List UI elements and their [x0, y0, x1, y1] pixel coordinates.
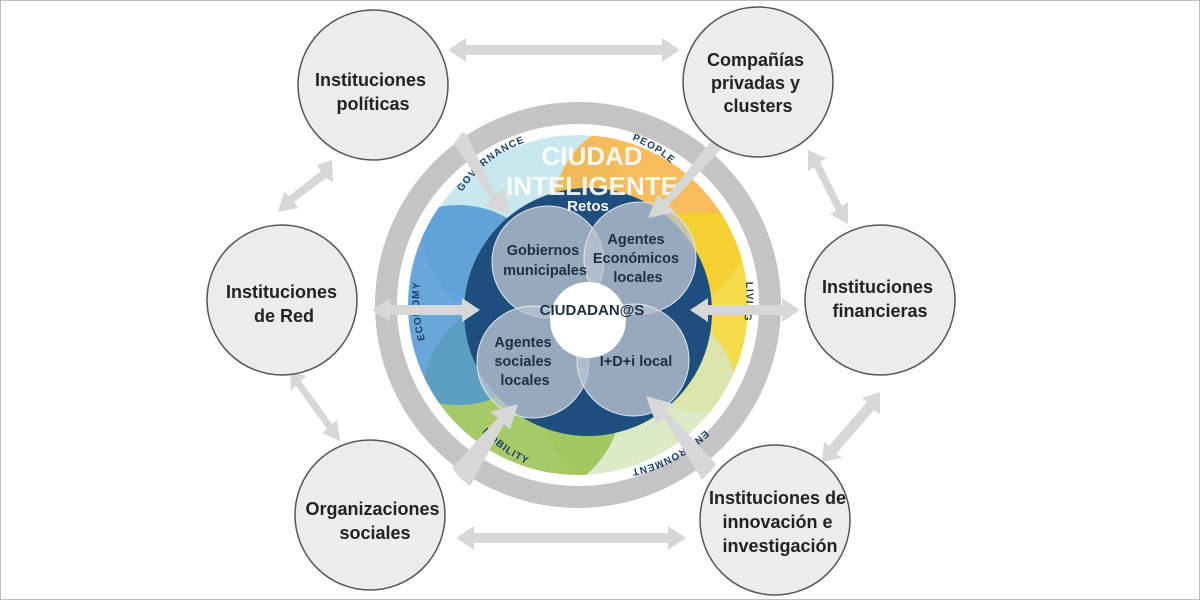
arrow-from-innovacion [646, 396, 716, 480]
node-instituciones-financieras: Instituciones financieras [804, 224, 956, 376]
node-instituciones-politicas: Instituciones políticas [297, 9, 449, 161]
node-companias-privadas: Compañías privadas y clusters [682, 6, 834, 158]
arrow-from-financieras [690, 298, 800, 322]
double-arrow-right-lower [822, 392, 880, 462]
node-label-innovacion: Instituciones de innovación e investigac… [709, 488, 851, 556]
title-line-1: CIUDAD [541, 141, 642, 171]
arrow-from-organizaciones [452, 404, 518, 486]
label-sociales: Agentes sociales locales [494, 335, 555, 389]
center-label: CIUDADAN@S [540, 302, 645, 319]
node-label-companias: Compañías privadas y clusters [707, 50, 809, 116]
node-label-organizaciones: Organizaciones sociales [305, 499, 444, 543]
center-circle [550, 282, 626, 358]
node-label-financieras: Instituciones financieras [822, 277, 938, 321]
double-arrow-left-upper [278, 160, 333, 212]
double-arrow-bottom [456, 526, 686, 550]
double-arrow-right-upper [808, 150, 848, 224]
retos-label: Retos [567, 198, 609, 215]
title-line-2: INTELIGENTE [506, 171, 678, 201]
double-arrow-left-lower [290, 370, 340, 441]
node-instituciones-red: Instituciones de Red [206, 224, 358, 376]
label-economicos: Agentes Económicos locales [593, 232, 683, 286]
arrow-from-red [372, 298, 480, 322]
label-idi: I+D+i local [600, 354, 673, 370]
node-organizaciones-sociales: Organizaciones sociales [294, 439, 446, 591]
node-label-red: Instituciones de Red [226, 282, 342, 326]
node-instituciones-innovacion: Instituciones de innovación e investigac… [699, 444, 851, 596]
arrow-from-companias [648, 140, 722, 218]
double-arrow-top [448, 38, 680, 62]
arrow-from-politicas [454, 132, 510, 214]
label-gobiernos: Gobiernos municipales [503, 243, 587, 279]
node-label-politicas: Instituciones políticas [315, 70, 431, 114]
